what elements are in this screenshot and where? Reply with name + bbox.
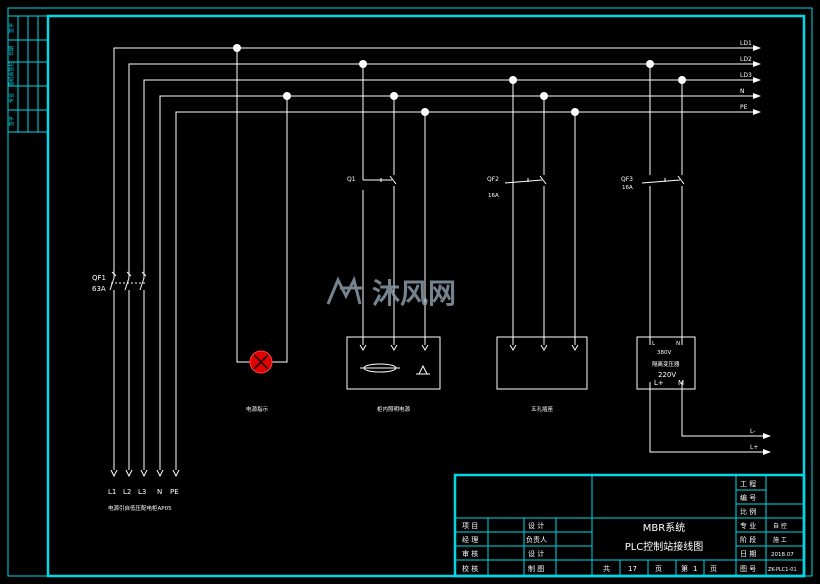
bus-label-pe: PE: [740, 104, 748, 111]
side-strip-cell-0: 签字: [8, 23, 15, 33]
pages-total: 17: [628, 565, 637, 573]
main-breaker-qf1: [109, 271, 147, 470]
pages-unit-1: 页: [655, 565, 662, 573]
side-strip-cell-1: 日期: [9, 46, 15, 56]
transformer-bottom-right: M: [678, 379, 684, 387]
tb-right-label-6: 图 号: [740, 565, 756, 573]
tb-right-label-5: 日 期: [740, 550, 756, 558]
transformer-name: 隔离变压器: [652, 360, 680, 368]
tb-r3c1: 制 图: [528, 564, 544, 573]
transformer-breaker-name: QF3: [621, 176, 633, 183]
side-strip-cell-4: 签字: [8, 116, 15, 126]
lamp-label: 电源指示: [246, 405, 269, 413]
lighting-label: 柜内照明电源: [377, 405, 411, 413]
pages-unit-2: 页: [710, 565, 717, 573]
tb-right-value-6: ZK-PLC1-01: [768, 567, 797, 573]
tb-right-value-4: 施 工: [773, 536, 787, 544]
terminal-l2: L2: [123, 488, 131, 496]
tb-r0c1: 设 计: [528, 521, 544, 530]
transformer-bottom-left: L+: [654, 379, 664, 387]
transformer-box: [636, 336, 696, 390]
tb-r2c1: 设 计: [528, 549, 544, 558]
side-strip-cell-2: 图纸会签栏: [8, 61, 15, 86]
transformer-branch: [641, 64, 771, 455]
drawing-title-line1: MBR系统: [643, 521, 685, 534]
incoming-terminals: [110, 469, 180, 478]
terminal-pe: PE: [170, 488, 179, 496]
transformer-top-right: N: [676, 341, 680, 347]
tb-right-value-5: 2018.07: [771, 552, 794, 558]
main-breaker-name: QF1: [92, 274, 106, 282]
output-l-minus: L-: [750, 428, 755, 435]
tb-r2c0: 审 核: [462, 549, 478, 558]
tb-right-label-3: 专 业: [740, 521, 756, 530]
socket-breaker-name: QF2: [487, 176, 499, 183]
tb-right-label-1: 编 号: [740, 493, 756, 502]
incoming-caption: 电源引自低压配电柜AP05: [108, 504, 172, 512]
socket-label: 五孔插座: [531, 405, 554, 413]
pages-current: 1: [693, 565, 697, 573]
pages-current-label: 第: [681, 564, 688, 573]
bus-label-ld3: LD3: [740, 72, 752, 79]
side-strip: [7, 15, 49, 133]
bus-label-n: N: [740, 88, 745, 95]
title-block-lines: [453, 473, 806, 578]
lighting-box: [346, 336, 441, 390]
main-breaker-rating: 63A: [92, 285, 106, 293]
watermark-text: 沐风网: [372, 277, 456, 310]
side-strip-cell-3: 专业: [8, 93, 15, 103]
lighting-terminals: [359, 344, 429, 351]
fluorescent-lamp-icon: [360, 363, 430, 375]
tb-r1c1: 负责人: [526, 535, 547, 544]
socket-breaker-rating: 16A: [488, 193, 499, 199]
tb-r0c0: 项 目: [462, 522, 478, 530]
output-l-plus: L+: [750, 444, 758, 451]
lighting-branch: [362, 64, 426, 345]
bus-label-ld2: LD2: [740, 56, 752, 63]
terminal-l1: L1: [108, 488, 116, 496]
socket-terminals: [509, 344, 579, 351]
transformer-voltage-in: 380V: [657, 350, 671, 356]
socket-box: [496, 336, 588, 390]
tb-right-label-0: 工 程: [740, 479, 756, 488]
lamp-cross: [253, 354, 269, 370]
tb-r1c0: 经 理: [462, 535, 478, 544]
lighting-breaker-name: Q1: [347, 176, 356, 183]
pages-total-label: 共: [603, 564, 610, 573]
bus-label-ld1: LD1: [740, 40, 752, 47]
socket-branch: [504, 80, 576, 345]
watermark-logo-icon: [326, 275, 362, 305]
lamp-branch: [236, 48, 288, 363]
transformer-breaker-rating: 16A: [622, 185, 633, 191]
transformer-voltage-out: 220V: [658, 371, 676, 379]
terminal-n: N: [157, 488, 162, 496]
tb-right-value-3: 自 控: [773, 522, 787, 530]
tb-r3c0: 校 核: [462, 564, 478, 573]
tb-right-label-2: 比 例: [740, 507, 756, 516]
bus-lines: [113, 45, 761, 470]
tb-right-label-4: 阶 段: [740, 535, 756, 544]
inner-frame: [46, 14, 806, 578]
terminal-l3: L3: [138, 488, 146, 496]
drawing-title-line2: PLC控制站接线图: [625, 540, 704, 553]
transformer-top-left: L: [652, 341, 656, 347]
